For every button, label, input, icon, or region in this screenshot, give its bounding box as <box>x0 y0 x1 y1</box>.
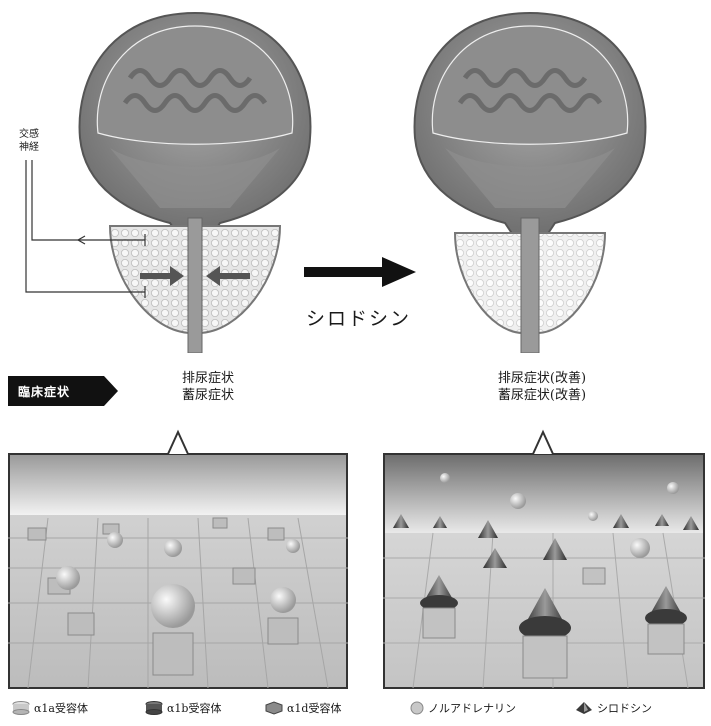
left-receptor-panel <box>8 428 348 690</box>
legend-label: シロドシン <box>597 700 652 716</box>
legend-item-silodosin: シロドシン <box>575 700 652 716</box>
left-symptom-storage: 蓄尿症状 <box>148 387 268 404</box>
left-symptoms: 排尿症状 蓄尿症状 <box>148 370 268 404</box>
clinical-symptoms-label: 臨床症状 <box>18 383 70 400</box>
nerve-label-line2: 神経 <box>18 141 40 154</box>
legend-item-alpha1d: α1d受容体 <box>265 700 341 716</box>
left-symptom-voiding: 排尿症状 <box>148 370 268 387</box>
nerve-label-line1: 交感 <box>18 128 40 141</box>
right-symptoms: 排尿症状(改善) 蓄尿症状(改善) <box>452 370 632 404</box>
cylinder-dark-icon <box>145 701 163 715</box>
legend-label: α1d受容体 <box>287 700 341 716</box>
right-symptom-storage: 蓄尿症状(改善) <box>452 387 632 404</box>
legend-item-alpha1a: α1a受容体 <box>12 700 88 716</box>
sphere-icon <box>410 701 424 715</box>
right-symptom-voiding: 排尿症状(改善) <box>452 370 632 387</box>
legend-item-alpha1b: α1b受容体 <box>145 700 221 716</box>
cylinder-light-icon <box>12 701 30 715</box>
sympathetic-nerve-label: 交感 神経 <box>18 128 40 154</box>
cylinder-hex-icon <box>265 701 283 715</box>
legend-label: α1b受容体 <box>167 700 221 716</box>
right-receptor-panel <box>383 428 705 690</box>
legend-label: α1a受容体 <box>34 700 88 716</box>
nerve-lines <box>20 160 160 300</box>
legend-item-noradrenaline: ノルアドレナリン <box>410 700 516 716</box>
silodosin-icon <box>575 701 593 715</box>
legend-label: ノルアドレナリン <box>428 700 516 716</box>
drug-name-label: シロドシン <box>306 304 411 331</box>
transition-arrow-icon <box>300 255 420 289</box>
right-bladder-illustration <box>405 8 655 353</box>
